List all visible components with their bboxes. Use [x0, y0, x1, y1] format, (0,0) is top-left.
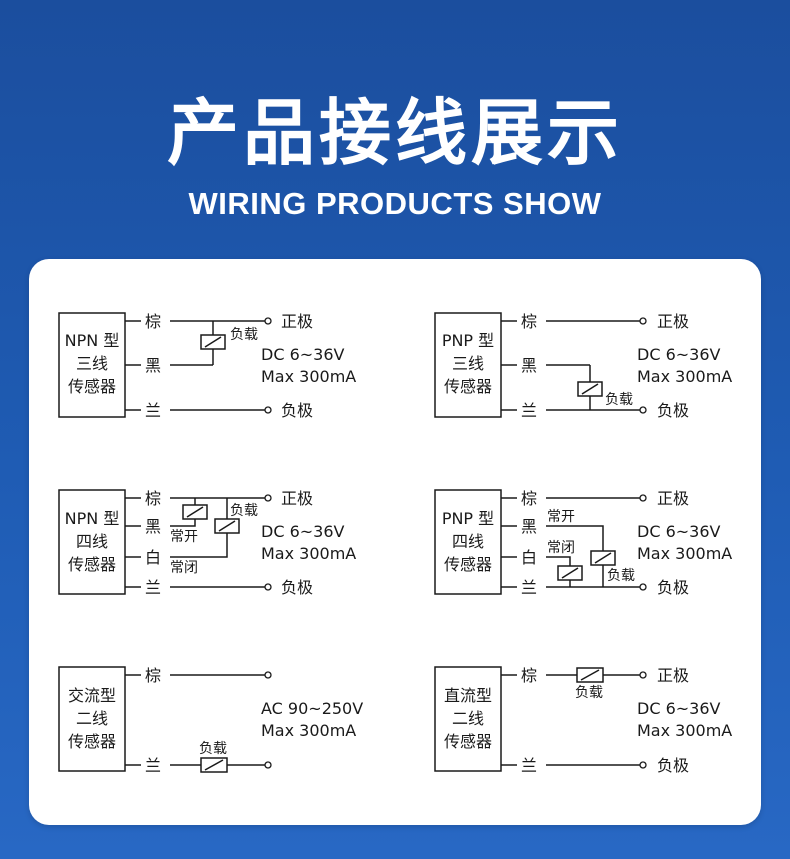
sensor-label-line1: NPN 型	[65, 509, 120, 528]
terminal-negative	[264, 583, 272, 591]
wire-label-black: 黑	[145, 356, 161, 375]
wire-label-blue: 兰	[145, 756, 161, 775]
page-title: 产品接线展示	[166, 91, 623, 175]
wire-label-blue: 兰	[521, 578, 537, 597]
normally-open-label: 常开	[170, 529, 198, 545]
negative-label: 负极	[657, 756, 689, 775]
wire-label-black: 黑	[145, 517, 161, 536]
dc-two-wire-diagram: 直流型 二线 传感器 棕 兰 负载 正极 负极 DC 6~36V Max 300…	[434, 666, 732, 775]
spec-current: Max 300mA	[261, 367, 356, 386]
positive-label: 正极	[281, 312, 313, 331]
sensor-label-line3: 传感器	[444, 377, 492, 396]
spec-voltage: DC 6~36V	[637, 522, 721, 541]
terminal-negative	[264, 406, 272, 414]
spec-voltage: DC 6~36V	[637, 345, 721, 364]
terminal-positive	[639, 671, 647, 679]
page-subtitle: WIRING PRODUCTS SHOW	[188, 186, 602, 221]
spec-voltage: DC 6~36V	[261, 345, 345, 364]
spec-current: Max 300mA	[637, 544, 732, 563]
spec-current: Max 300mA	[261, 544, 356, 563]
sensor-label-line1: NPN 型	[65, 331, 120, 350]
pnp-four-wire-diagram: PNP 型 四线 传感器 棕 黑 白 兰 常开 常闭 负载 正极 负极 DC 6…	[434, 489, 732, 597]
sensor-label-line1: 交流型	[68, 686, 116, 705]
pnp-three-wire-diagram: PNP 型 三线 传感器 棕 黑 兰 负载 正极 负极 DC 6~36V Max…	[434, 312, 732, 420]
sensor-label-line3: 传感器	[444, 555, 492, 574]
spec-voltage: DC 6~36V	[637, 699, 721, 718]
wire-label-white: 白	[521, 548, 537, 567]
sensor-label-line1: PNP 型	[442, 331, 494, 350]
terminal-negative	[639, 406, 647, 414]
positive-label: 正极	[657, 489, 689, 508]
load-label: 负载	[199, 741, 227, 757]
wire-label-brown: 棕	[145, 666, 161, 685]
wiring-card	[29, 259, 761, 825]
normally-open-label: 常开	[547, 509, 575, 525]
negative-label: 负极	[657, 578, 689, 597]
normally-closed-label: 常闭	[547, 540, 575, 556]
terminal-positive	[639, 494, 647, 502]
terminal-negative	[639, 583, 647, 591]
wire-label-blue: 兰	[521, 401, 537, 420]
negative-label: 负极	[281, 401, 313, 420]
npn-four-wire-diagram: NPN 型 四线 传感器 棕 黑 白 兰 负载 常开 常闭 正极 负极 DC 6…	[58, 489, 356, 597]
sensor-label-line3: 传感器	[444, 732, 492, 751]
wire-label-white: 白	[145, 548, 161, 567]
positive-label: 正极	[657, 666, 689, 685]
load-label: 负载	[607, 568, 635, 584]
terminal-bottom	[264, 761, 272, 769]
sensor-box	[58, 489, 126, 595]
sensor-label-line2: 二线	[76, 709, 108, 728]
wire-label-black: 黑	[521, 356, 537, 375]
normally-closed-label: 常闭	[170, 560, 198, 576]
wire-label-brown: 棕	[521, 489, 537, 508]
spec-voltage: DC 6~36V	[261, 522, 345, 541]
wire-label-black: 黑	[521, 517, 537, 536]
negative-label: 负极	[657, 401, 689, 420]
terminal-top	[264, 671, 272, 679]
wire-label-brown: 棕	[145, 312, 161, 331]
spec-current: Max 300mA	[261, 721, 356, 740]
sensor-label-line3: 传感器	[68, 732, 116, 751]
wire-label-brown: 棕	[521, 312, 537, 331]
sensor-label-line2: 四线	[452, 532, 484, 551]
positive-label: 正极	[657, 312, 689, 331]
sensor-box	[434, 666, 502, 772]
npn-three-wire-diagram: NPN 型 三线 传感器 棕 黑 兰 负载 正极 负极 DC 6~36V Max…	[58, 312, 356, 420]
spec-voltage: AC 90~250V	[261, 699, 363, 718]
wire-label-blue: 兰	[145, 578, 161, 597]
wire-label-blue: 兰	[145, 401, 161, 420]
sensor-label-line3: 传感器	[68, 555, 116, 574]
terminal-positive	[264, 494, 272, 502]
wire-label-brown: 棕	[521, 666, 537, 685]
sensor-label-line1: PNP 型	[442, 509, 494, 528]
sensor-label-line1: 直流型	[444, 686, 492, 705]
load-label: 负载	[575, 685, 603, 701]
spec-current: Max 300mA	[637, 721, 732, 740]
wire-label-blue: 兰	[521, 756, 537, 775]
terminal-negative	[639, 761, 647, 769]
positive-label: 正极	[281, 489, 313, 508]
sensor-label-line2: 二线	[452, 709, 484, 728]
load-label: 负载	[605, 392, 633, 408]
terminal-positive	[639, 317, 647, 325]
negative-label: 负极	[281, 578, 313, 597]
sensor-box	[434, 489, 502, 595]
sensor-label-line2: 三线	[76, 354, 108, 373]
sensor-label-line2: 四线	[76, 532, 108, 551]
ac-two-wire-diagram: 交流型 二线 传感器 棕 兰 负载 AC 90~250V Max 300mA	[58, 666, 363, 775]
sensor-box	[58, 666, 126, 772]
sensor-label-line3: 传感器	[68, 377, 116, 396]
spec-current: Max 300mA	[637, 367, 732, 386]
load-label: 负载	[230, 327, 258, 343]
terminal-positive	[264, 317, 272, 325]
load-label: 负载	[230, 503, 258, 519]
sensor-label-line2: 三线	[452, 354, 484, 373]
wire-label-brown: 棕	[145, 489, 161, 508]
